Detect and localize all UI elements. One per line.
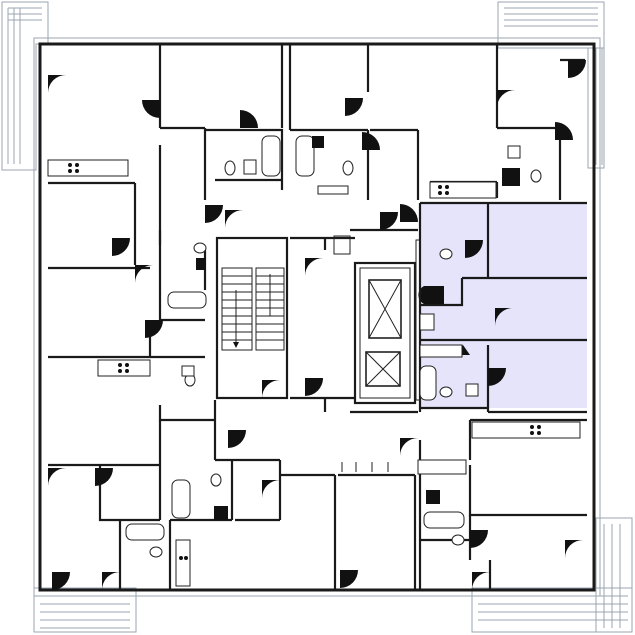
door-swing-icon bbox=[345, 98, 363, 116]
dark-fixtures bbox=[196, 136, 520, 520]
stove-icon bbox=[429, 181, 497, 199]
door-swing-icon bbox=[565, 540, 583, 558]
balcony-bottom-right bbox=[471, 517, 633, 633]
stove-icon bbox=[97, 359, 151, 377]
stove-icon bbox=[471, 421, 581, 439]
balcony-top-right bbox=[497, 1, 605, 169]
door-swing-icon bbox=[400, 204, 418, 222]
bathtub-icon bbox=[125, 135, 465, 541]
door-swing-icon bbox=[135, 265, 153, 283]
doors bbox=[48, 60, 586, 590]
kitchen-counter bbox=[417, 459, 467, 475]
door-swing-icon bbox=[380, 212, 398, 230]
door-swing-icon bbox=[225, 210, 243, 228]
door-swing-icon bbox=[465, 240, 483, 258]
door-swing-icon bbox=[305, 378, 323, 396]
stair-core bbox=[215, 236, 289, 400]
door-swing-icon bbox=[488, 368, 506, 386]
balcony-bottom-left bbox=[33, 587, 137, 633]
door-swing-icon bbox=[470, 530, 488, 548]
door-swing-icon bbox=[497, 90, 515, 108]
highlighted-apartment[interactable] bbox=[420, 203, 587, 412]
door-swing-icon bbox=[305, 258, 323, 276]
stove-icon bbox=[419, 313, 435, 331]
door-swing-icon bbox=[205, 205, 223, 223]
door-swing-icon bbox=[568, 60, 586, 78]
door-swing-icon bbox=[142, 100, 160, 118]
stove-icon bbox=[47, 159, 129, 177]
door-swing-icon bbox=[472, 572, 490, 590]
door-swing-icon bbox=[400, 438, 418, 456]
exterior-walls bbox=[33, 37, 601, 597]
door-swing-icon bbox=[112, 238, 130, 256]
elevator-core bbox=[353, 261, 417, 405]
door-swing-icon bbox=[262, 480, 280, 498]
door-swing-icon bbox=[262, 380, 280, 398]
door-swing-icon bbox=[102, 572, 120, 590]
door-swing-icon bbox=[495, 308, 513, 326]
door-swing-icon bbox=[145, 320, 163, 338]
sink-icon bbox=[181, 145, 521, 397]
shaft-markers bbox=[333, 235, 421, 472]
balcony-top-left bbox=[1, 1, 49, 171]
door-swing-icon bbox=[48, 468, 66, 486]
stairs-icon bbox=[233, 342, 239, 348]
door-swing-icon bbox=[228, 430, 246, 448]
door-swing-icon bbox=[240, 110, 258, 128]
door-swing-icon bbox=[555, 122, 573, 140]
door-swing-icon bbox=[362, 132, 380, 150]
kitchen-counter bbox=[419, 344, 463, 358]
kitchens bbox=[47, 159, 581, 587]
door-swing-icon bbox=[48, 75, 66, 93]
elevator-icon bbox=[368, 279, 402, 339]
elevator-icon bbox=[365, 351, 401, 387]
door-swing-icon bbox=[52, 572, 70, 590]
stove-icon bbox=[175, 539, 191, 587]
door-swing-icon bbox=[340, 570, 358, 588]
door-swing-icon bbox=[95, 468, 113, 486]
toilet-icon bbox=[149, 160, 542, 558]
